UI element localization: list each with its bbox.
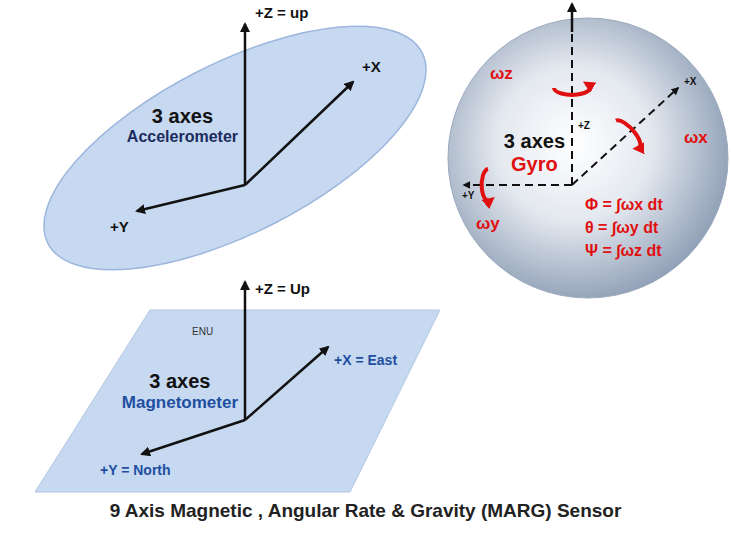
magnetometer-plane: 3 axesMagnetometer xyxy=(35,310,440,492)
gyro-sphere: 3 axesGyro xyxy=(448,18,728,298)
axis-arrow xyxy=(572,88,678,185)
sensor-name: Magnetometer xyxy=(122,393,238,413)
figure-caption: 9 Axis Magnetic , Angular Rate & Gravity… xyxy=(0,500,731,522)
axis-arrow xyxy=(245,347,328,420)
axis-arrow xyxy=(571,32,573,185)
shape-outline xyxy=(44,26,426,270)
sensor-name: Accelerometer xyxy=(127,128,238,146)
sensor-name: Gyro xyxy=(511,153,558,176)
shape-outline xyxy=(448,18,728,298)
node-text-block: 3 axesAccelerometer xyxy=(127,105,238,146)
node-text-block: 3 axesGyro xyxy=(504,130,565,176)
axis-arrow xyxy=(571,4,574,32)
rotation-arrow xyxy=(614,117,645,150)
accelerometer-ellipse: 3 axesAccelerometer xyxy=(44,26,426,270)
axes-count: 3 axes xyxy=(149,370,210,393)
axis-arrow xyxy=(244,282,247,420)
axis-arrow xyxy=(244,24,247,185)
axis-arrow xyxy=(245,82,353,185)
axis-arrow xyxy=(142,420,245,454)
axes-count: 3 axes xyxy=(152,105,213,128)
rotation-arrow xyxy=(482,169,491,201)
accelerometer-ellipse xyxy=(9,0,460,319)
axis-arrow xyxy=(137,185,245,211)
rotation-arrow xyxy=(554,84,590,95)
gyro-sphere xyxy=(448,18,728,298)
axis-label: +Z = Up xyxy=(255,280,310,297)
magnetometer-plane xyxy=(35,310,440,492)
axes-count: 3 axes xyxy=(504,130,565,153)
axis-label: +Z = up xyxy=(255,4,308,21)
node-text-block: 3 axesMagnetometer xyxy=(122,370,238,413)
